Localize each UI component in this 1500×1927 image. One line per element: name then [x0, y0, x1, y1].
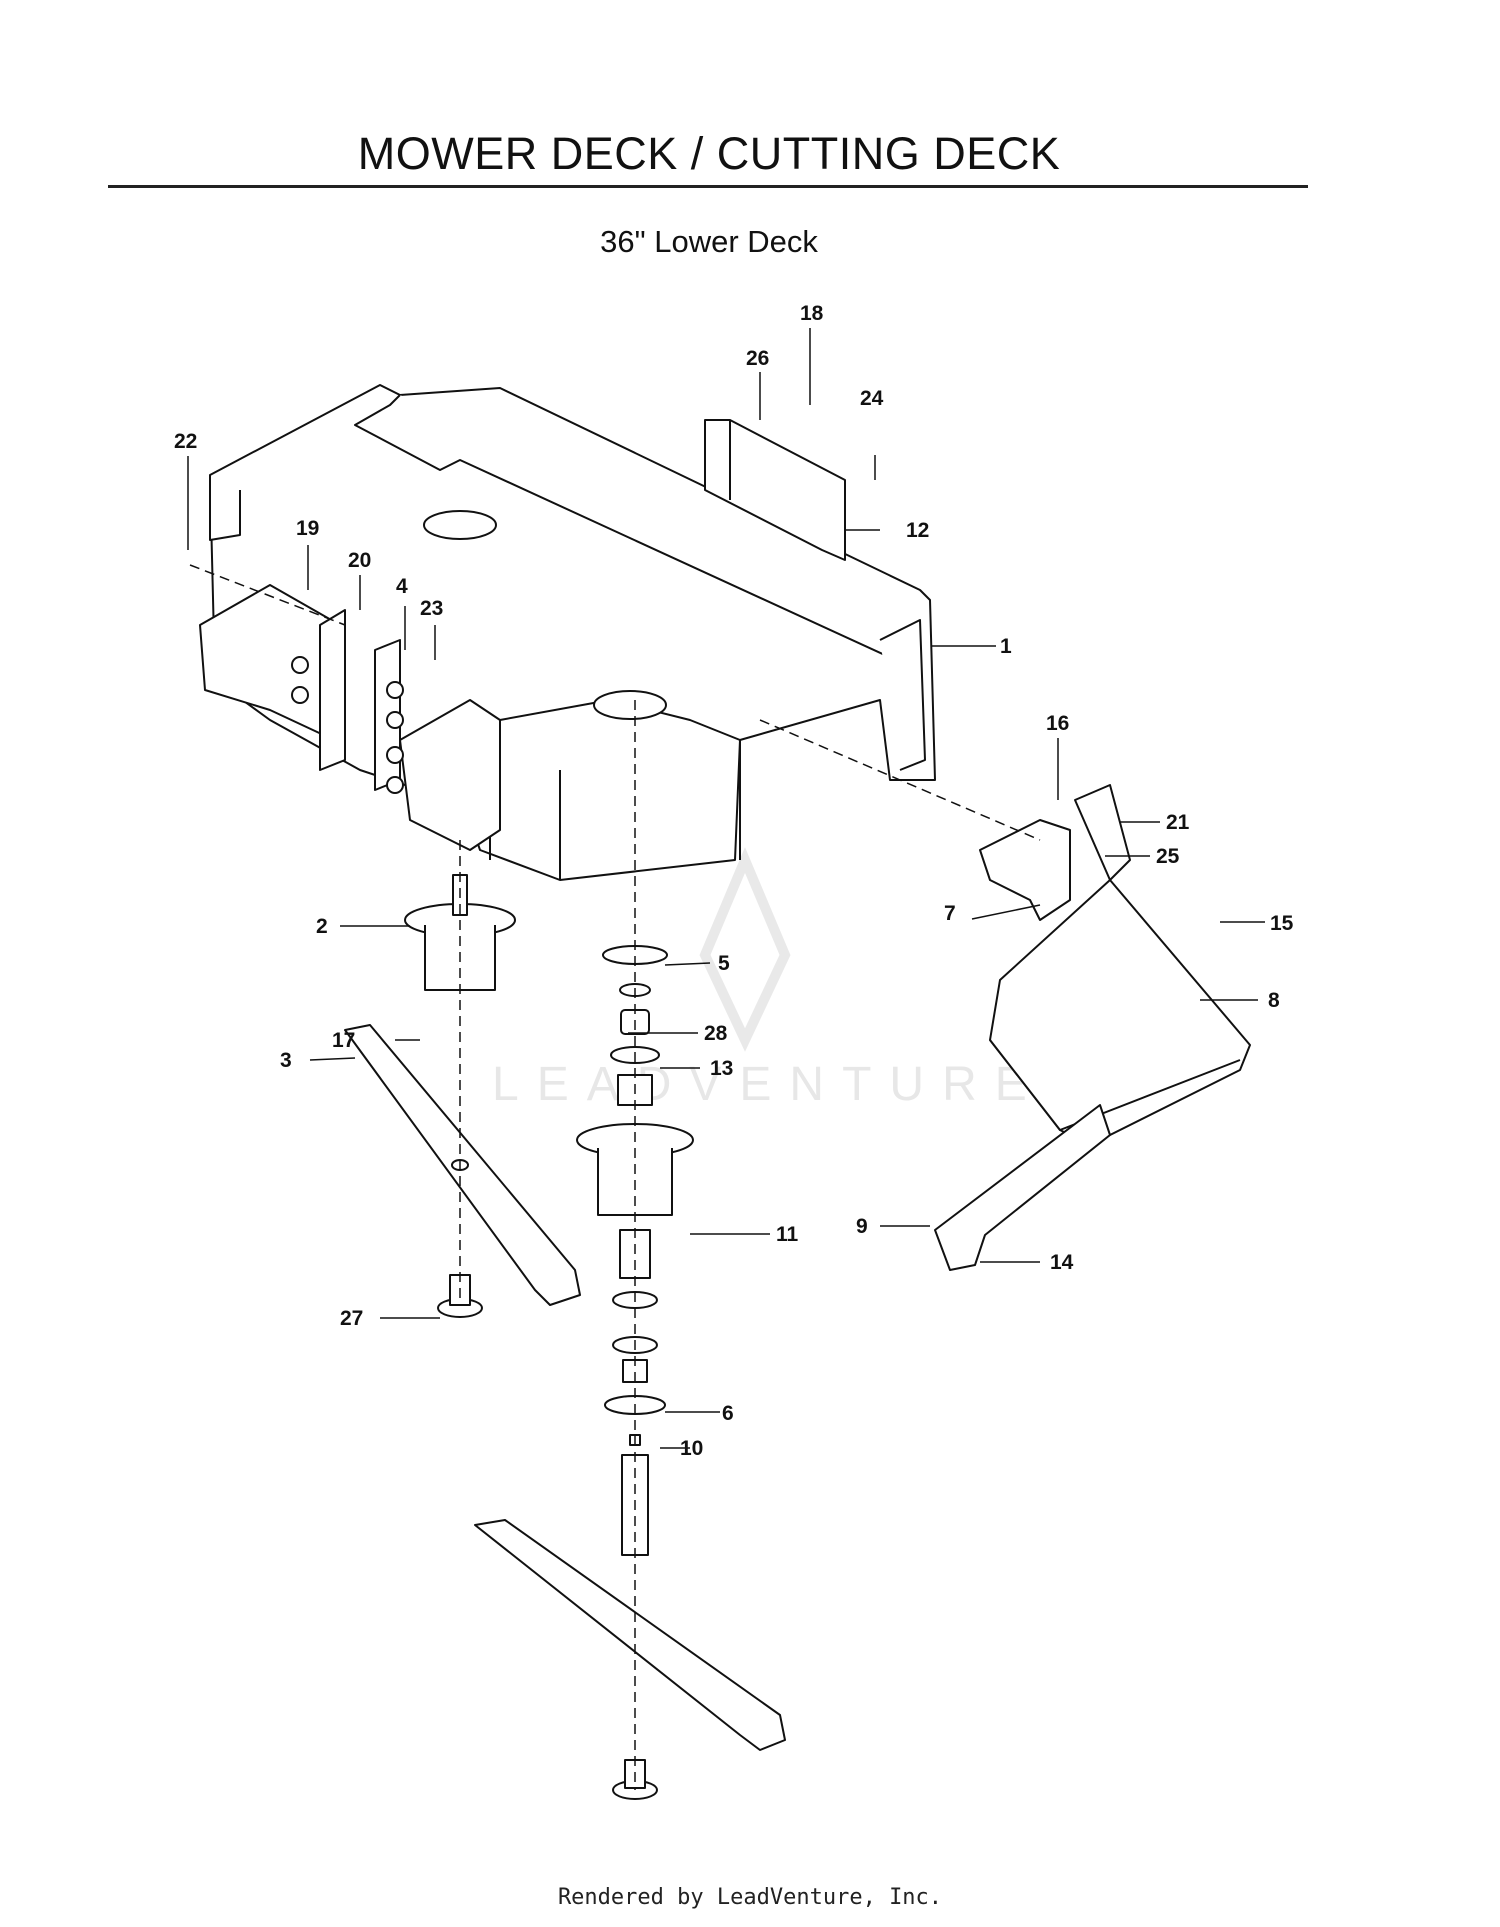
watermark: LEADVENTURE: [492, 847, 1045, 1111]
callout-5: 5: [718, 952, 730, 975]
callout-1: 1: [1000, 635, 1012, 658]
callout-10: 10: [680, 1437, 703, 1460]
watermark-text: LEADVENTURE: [492, 1058, 1045, 1111]
assembly-lines: [189, 564, 1041, 1790]
leader-lines: [187, 328, 1265, 1449]
center-blade: [474, 1519, 786, 1751]
page-title: MOWER DECK / CUTTING DECK: [357, 128, 1061, 179]
callout-27: 27: [340, 1307, 363, 1330]
callout-9: 9: [856, 1215, 868, 1238]
callout-21: 21: [1166, 811, 1190, 834]
callout-26: 26: [746, 347, 769, 370]
diagram-subtitle: 36" Lower Deck: [600, 224, 818, 259]
chute-deflector: [934, 1104, 1111, 1271]
callout-24: 24: [860, 387, 884, 410]
callout-20: 20: [348, 549, 371, 572]
callout-13: 13: [710, 1057, 733, 1080]
callout-2: 2: [316, 915, 328, 938]
callout-18: 18: [800, 302, 824, 325]
callout-labels: 1 2 3 4 5 6 7 8 9 10 11 12 13 14 15 16 1…: [174, 302, 1294, 1460]
callout-17: 17: [332, 1029, 355, 1052]
callout-8: 8: [1268, 989, 1280, 1012]
rear-bracket: [704, 419, 846, 561]
callout-22: 22: [174, 430, 197, 453]
callout-6: 6: [722, 1402, 734, 1425]
title-divider: [108, 185, 1308, 188]
callout-28: 28: [704, 1022, 728, 1045]
callout-15: 15: [1270, 912, 1294, 935]
callout-3: 3: [280, 1049, 292, 1072]
callout-4: 4: [396, 575, 408, 598]
discharge-chute: [989, 879, 1251, 1146]
left-mount-plates: [199, 584, 501, 851]
callout-19: 19: [296, 517, 319, 540]
callout-23: 23: [420, 597, 443, 620]
callout-12: 12: [906, 519, 929, 542]
callout-25: 25: [1156, 845, 1180, 868]
callout-16: 16: [1046, 712, 1069, 735]
callout-11: 11: [776, 1223, 799, 1246]
footer-credit: Rendered by LeadVenture, Inc.: [557, 1885, 943, 1910]
callout-7: 7: [944, 902, 956, 925]
callout-14: 14: [1050, 1251, 1074, 1274]
